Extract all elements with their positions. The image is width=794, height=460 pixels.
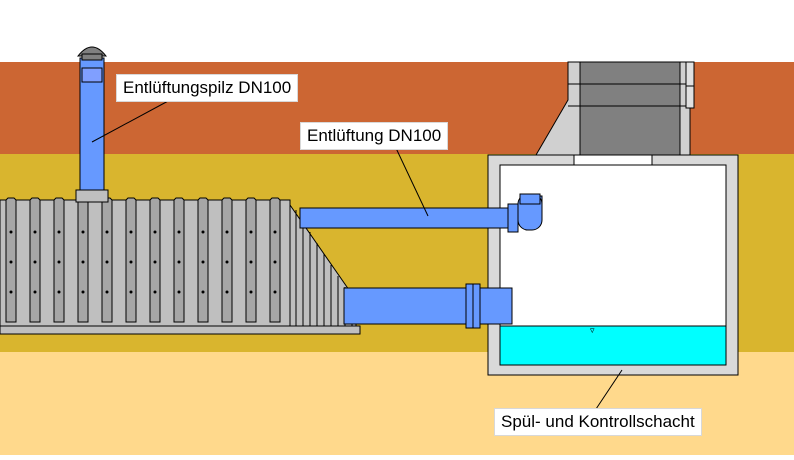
tunnel-rib — [269, 197, 281, 323]
rib-hole — [105, 290, 109, 294]
rib-hole — [33, 230, 37, 234]
vent-cap-icon — [76, 46, 108, 61]
rib-hole — [153, 290, 157, 294]
rib-hole — [129, 290, 133, 294]
tunnel-rib — [77, 197, 89, 323]
rib-hole — [273, 290, 277, 294]
rib-hole — [9, 260, 13, 264]
tunnel-rib — [197, 197, 209, 323]
tunnel-rib — [149, 197, 161, 323]
rib-hole — [249, 230, 253, 234]
rib-hole — [105, 230, 109, 234]
leader-shaft — [595, 369, 623, 410]
tunnel-rib — [245, 197, 257, 323]
rib-hole — [105, 260, 109, 264]
shaft-water — [499, 325, 727, 366]
rib-hole — [129, 260, 133, 264]
leader-vent-cap — [91, 99, 171, 143]
rib-hole — [81, 260, 85, 264]
rib-hole — [249, 260, 253, 264]
sky-area — [0, 0, 794, 62]
tunnel-rib — [5, 197, 17, 323]
tunnel-rib — [173, 197, 185, 323]
rib-hole — [225, 290, 229, 294]
rib-hole — [201, 230, 205, 234]
rib-hole — [81, 230, 85, 234]
rib-hole — [225, 230, 229, 234]
rib-hole — [9, 290, 13, 294]
infiltration-tunnel — [0, 197, 357, 327]
rib-hole — [57, 260, 61, 264]
leader-vent-pipe — [394, 145, 429, 217]
rib-hole — [273, 230, 277, 234]
rib-hole — [177, 230, 181, 234]
label-shaft: Spül- und Kontrollschacht — [494, 408, 702, 436]
vent-pipe — [299, 193, 543, 233]
tunnel-rib — [125, 197, 137, 323]
rib-hole — [129, 230, 133, 234]
inlet-pipe — [343, 283, 513, 329]
water-level-icon: ▿ — [590, 326, 595, 336]
rib-hole — [57, 290, 61, 294]
rib-hole — [153, 260, 157, 264]
tunnel-rib — [101, 197, 113, 323]
rib-hole — [177, 290, 181, 294]
vent-stack — [75, 57, 109, 203]
rib-hole — [33, 260, 37, 264]
tunnel-rib — [221, 197, 233, 323]
label-vent-pipe: Entlüftung DN100 — [300, 122, 449, 150]
rib-hole — [201, 260, 205, 264]
rib-hole — [177, 260, 181, 264]
rib-hole — [33, 290, 37, 294]
rib-hole — [273, 260, 277, 264]
tunnel-rib — [29, 197, 41, 323]
rib-hole — [249, 290, 253, 294]
rib-hole — [57, 230, 61, 234]
rib-hole — [201, 290, 205, 294]
rib-hole — [225, 260, 229, 264]
tunnel-rib — [53, 197, 65, 323]
rib-hole — [9, 230, 13, 234]
rib-hole — [153, 230, 157, 234]
tunnel-base-plate — [0, 325, 361, 335]
inspection-shaft: ▿ — [487, 154, 739, 376]
label-vent-cap: Entlüftungspilz DN100 — [116, 74, 299, 102]
rib-hole — [81, 290, 85, 294]
